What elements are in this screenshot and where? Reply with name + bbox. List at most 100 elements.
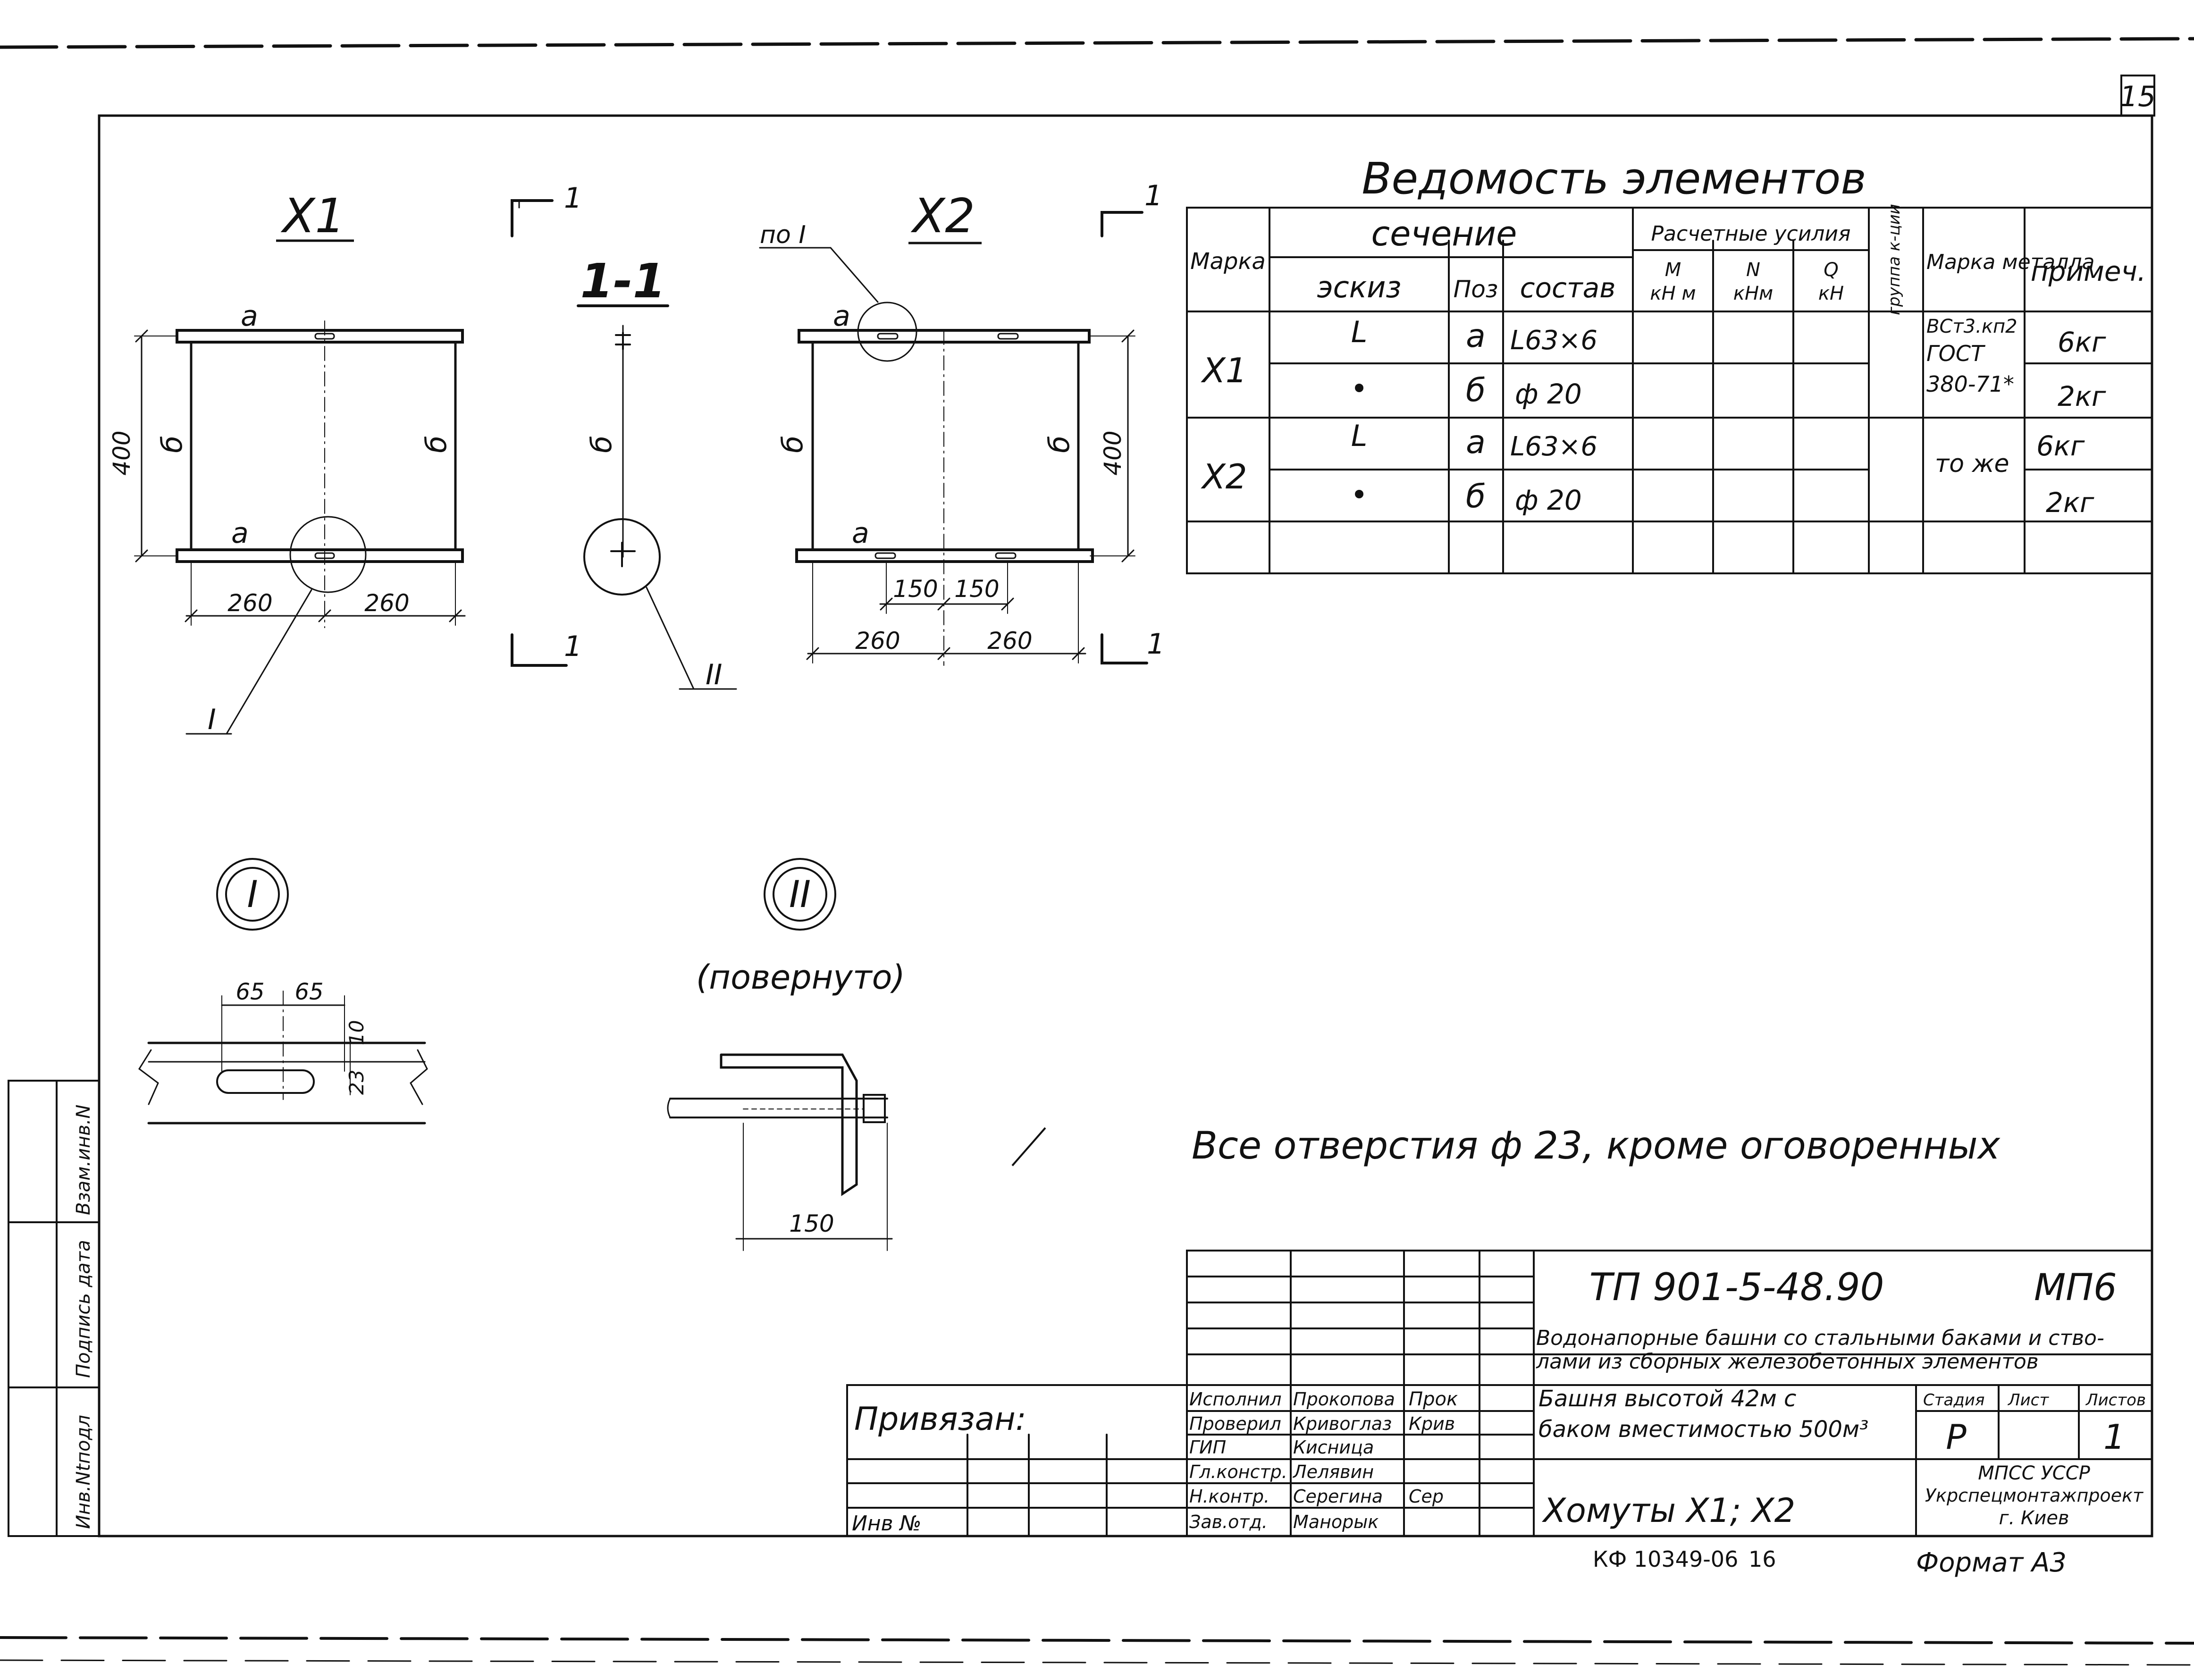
row4-composition: ф 20 — [1515, 484, 1582, 516]
role-6: Зав.отд. — [1189, 1512, 1268, 1532]
name-1: Прокопова — [1293, 1389, 1395, 1410]
row2-sketch: • — [1351, 371, 1368, 406]
x1-callout-label: I — [208, 703, 216, 736]
role-4: Гл.констр. — [1189, 1462, 1287, 1482]
detail-2-dim: 150 — [789, 1210, 834, 1237]
x1-section-mark-top: 1 — [564, 182, 582, 215]
th-m-unit: кН м — [1650, 283, 1696, 304]
detail-1 — [138, 858, 428, 1125]
row4-pos: б — [1466, 478, 1486, 515]
x2-callout-ref: по I — [760, 221, 806, 249]
x1-label-b-left: б — [156, 436, 189, 453]
object-line2: баком вместимостью 500м³ — [1538, 1416, 1868, 1443]
row3-mark: X2 — [1200, 457, 1247, 496]
x2-bottom-angle — [795, 548, 1094, 563]
detail-1-title: I — [247, 874, 258, 916]
metal-x1-line2: ГОСТ — [1926, 341, 1986, 366]
x1-section-mark-bottom: 1 — [564, 630, 582, 663]
role-1: Исполнил — [1189, 1389, 1282, 1410]
elements-table — [1186, 207, 2153, 574]
metal-x2: то же — [1935, 450, 2009, 478]
binding-block — [846, 1384, 1188, 1537]
row3-pos: a — [1466, 424, 1486, 461]
th-q-unit: кН — [1818, 283, 1844, 304]
detail-2-angle — [720, 1053, 858, 1196]
section-label-b: б — [585, 436, 618, 453]
x1-view — [134, 199, 568, 735]
th-group: группа к-ции — [1885, 204, 1904, 315]
stage-label: Стадия — [1923, 1391, 1984, 1410]
th-mark: Марка — [1190, 248, 1266, 275]
title-block — [1186, 1250, 2153, 1537]
x2-view — [759, 211, 1148, 666]
x2-callout-circle — [857, 302, 917, 362]
x2-dim-inner-left: 150 — [893, 575, 938, 603]
x2-dim-inner-right: 150 — [954, 575, 999, 603]
th-section: сечение — [1371, 214, 1517, 253]
x1-label-b-right: б — [420, 436, 453, 453]
x2-label-b-right: б — [1043, 436, 1076, 453]
th-m: M — [1665, 259, 1681, 281]
role-3: ГИП — [1189, 1437, 1226, 1458]
section-callout-label: II — [706, 658, 722, 691]
sign-2: Крив — [1409, 1413, 1455, 1434]
name-5: Серегина — [1293, 1486, 1383, 1507]
detail-1-dim-d: 23 — [345, 1070, 368, 1095]
side-stamp — [8, 1080, 100, 1537]
row2-pos: б — [1466, 372, 1486, 409]
bottom-edge-line-2 — [0, 1659, 2194, 1666]
x2-label-a-bottom: a — [852, 517, 869, 550]
org-line2: Укрспецмонтажпроект — [1925, 1485, 2144, 1506]
row4-note: 2кг — [2046, 487, 2094, 519]
top-edge-line — [0, 37, 2194, 49]
sign-1: Прок — [1409, 1388, 1458, 1410]
row2-composition: ф 20 — [1515, 378, 1582, 410]
section-callout-circle — [583, 518, 661, 596]
section-1-1 — [577, 304, 737, 690]
x1-dim-left: 260 — [227, 589, 272, 617]
th-sketch: эскиз — [1317, 270, 1402, 304]
th-n: N — [1746, 259, 1760, 281]
x1-dim-right: 260 — [364, 589, 409, 617]
sheet-frame — [98, 114, 2153, 1537]
x2-label-a-top: a — [833, 300, 850, 333]
name-4: Лелявин — [1292, 1462, 1374, 1482]
sign-5: Сер — [1409, 1486, 1444, 1507]
x2-dim-right: 260 — [987, 627, 1032, 655]
x2-section-mark-bottom: 1 — [1147, 628, 1165, 661]
th-n-unit: кНм — [1733, 283, 1773, 304]
format-label: Формат А3 — [1916, 1547, 2067, 1578]
org-line3: г. Киев — [1999, 1507, 2069, 1529]
detail-1-dim-a: 65 — [235, 979, 264, 1005]
row1-composition: L63×6 — [1510, 325, 1597, 356]
sheet-label: Лист — [2007, 1391, 2049, 1410]
th-note: примеч. — [2031, 255, 2146, 287]
x1-title: X1 — [280, 188, 345, 244]
row3-composition: L63×6 — [1510, 431, 1597, 462]
x1-label-a-bottom: a — [231, 517, 249, 550]
object-line1: Башня высотой 42м с — [1538, 1386, 1796, 1412]
x2-label-b-left: б — [776, 436, 809, 453]
sheets-label: Листов — [2085, 1391, 2146, 1410]
role-5: Н.контр. — [1189, 1486, 1269, 1507]
side-stamp-sign: Подпись дата — [73, 1240, 94, 1378]
inv-label: Инв № — [852, 1512, 921, 1536]
sheet-number-box — [2120, 75, 2155, 117]
bottom-edge-line — [0, 1636, 2194, 1645]
x1-callout-leader — [226, 589, 312, 735]
x1-slot-bottom — [314, 552, 335, 559]
x2-title: X2 — [910, 188, 975, 244]
detail-1-dim-c: 10 — [345, 1020, 368, 1045]
th-metal: Марка металла — [1926, 250, 2094, 274]
detail-2-title: II — [789, 874, 811, 916]
name-3: Кисница — [1293, 1437, 1374, 1458]
role-2: Проверил — [1189, 1413, 1281, 1434]
x1-dim-height: 400 — [108, 430, 135, 475]
x1-label-a-top: a — [241, 300, 258, 333]
sheets-value: 1 — [2103, 1417, 2125, 1457]
row1-mark: X1 — [1200, 351, 1247, 390]
section-title: 1-1 — [580, 253, 666, 309]
row3-note: 6кг — [2036, 430, 2085, 462]
sheet-title: Хомуты X1; X2 — [1541, 1491, 1795, 1530]
